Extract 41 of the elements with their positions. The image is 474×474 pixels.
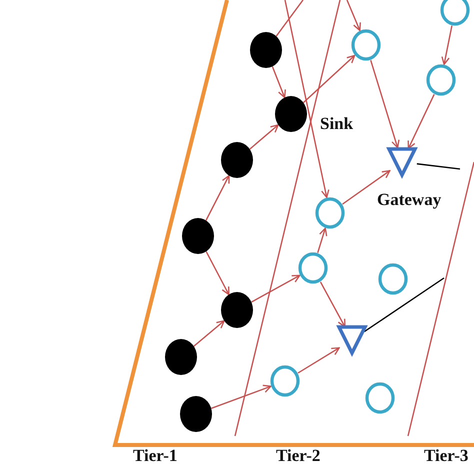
arrow bbox=[408, 94, 435, 150]
filled-circle bbox=[250, 32, 282, 68]
arrow bbox=[206, 251, 230, 296]
filled-circle bbox=[165, 339, 197, 375]
hollow-circle bbox=[270, 365, 300, 397]
arrow bbox=[193, 320, 225, 347]
node-label: Gateway bbox=[377, 190, 442, 210]
arrow bbox=[302, 54, 356, 104]
filled-circle bbox=[221, 142, 253, 178]
arrow bbox=[441, 25, 453, 66]
hollow-circle bbox=[315, 197, 345, 229]
hollow-circle bbox=[298, 252, 328, 284]
arrow bbox=[272, 66, 286, 98]
tier-label: Tier-1 bbox=[133, 446, 178, 466]
arrow bbox=[370, 60, 400, 148]
hollow-circle bbox=[426, 64, 456, 96]
arrow bbox=[205, 174, 230, 221]
filled-circle bbox=[182, 218, 214, 254]
arrow bbox=[210, 384, 272, 409]
arrow bbox=[251, 274, 300, 303]
triangle-marker bbox=[337, 325, 367, 355]
tier-label: Tier-3 bbox=[424, 446, 468, 466]
arrow bbox=[342, 170, 390, 205]
triangle-marker bbox=[387, 147, 417, 177]
arrow bbox=[284, 0, 330, 198]
hollow-circle bbox=[351, 29, 381, 61]
filled-circle bbox=[275, 96, 307, 132]
hollow-circle bbox=[378, 263, 408, 295]
arrow bbox=[298, 347, 340, 374]
arrow bbox=[317, 228, 328, 253]
leader-line bbox=[276, 0, 304, 37]
filled-circle bbox=[221, 292, 253, 328]
arrow bbox=[249, 124, 279, 150]
arrow bbox=[346, 0, 361, 32]
hollow-circle bbox=[365, 382, 395, 414]
tier-label: Tier-2 bbox=[276, 446, 320, 466]
leader-line bbox=[364, 277, 444, 332]
node-label: Sink bbox=[320, 114, 354, 134]
arrow bbox=[320, 282, 346, 328]
leader-line bbox=[416, 163, 460, 170]
filled-circle bbox=[180, 396, 212, 432]
